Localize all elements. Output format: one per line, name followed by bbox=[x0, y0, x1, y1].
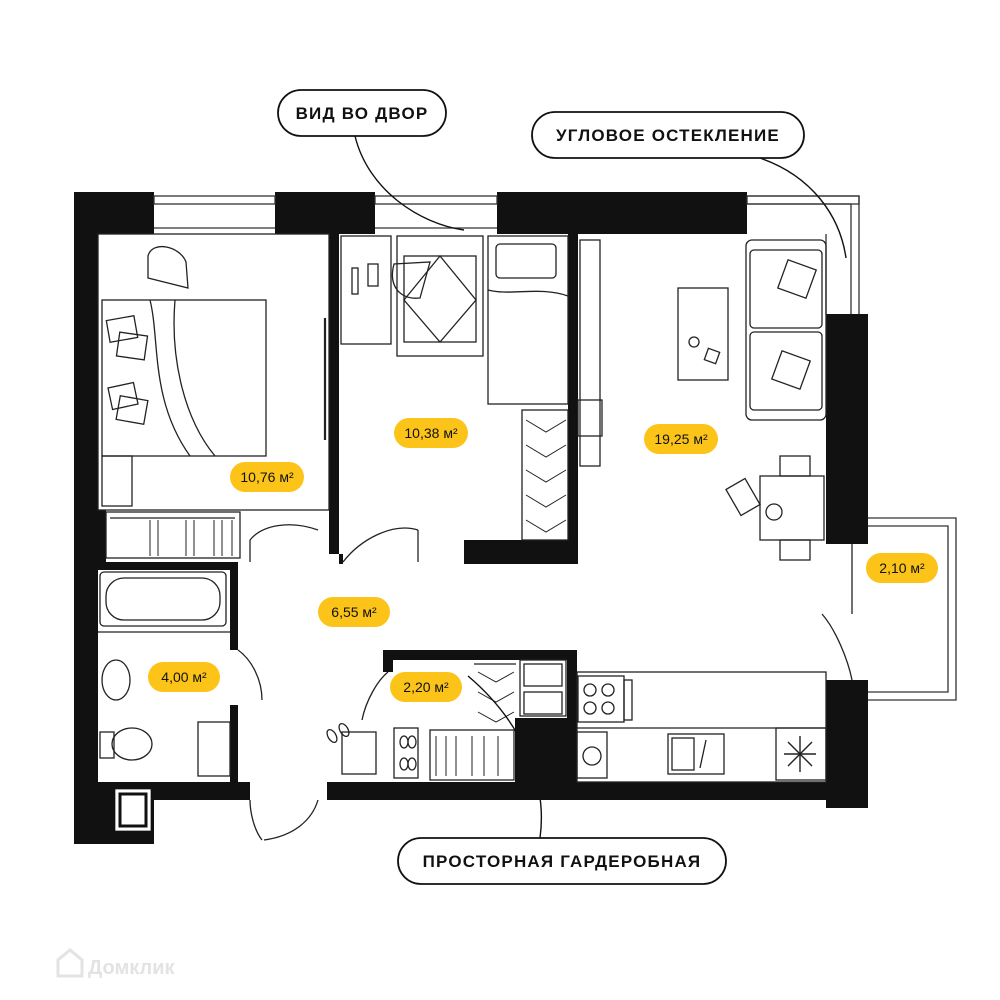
dining-table bbox=[759, 475, 825, 541]
callout-view: ВИД ВО ДВОР bbox=[296, 104, 429, 123]
kids-room bbox=[340, 235, 569, 563]
kids-bed bbox=[487, 235, 569, 405]
living-room bbox=[577, 239, 853, 681]
windows bbox=[153, 195, 957, 701]
toilet bbox=[111, 727, 153, 761]
bathroom bbox=[98, 571, 263, 831]
hall-area: 6,55 м² bbox=[331, 604, 377, 620]
bath-area: 4,00 м² bbox=[161, 669, 207, 685]
area-badges: 10,76 м² 10,38 м² 19,25 м² 2,10 м² 6,55 … bbox=[148, 418, 938, 702]
washbasin bbox=[101, 659, 131, 701]
kids-area: 10,38 м² bbox=[404, 425, 458, 441]
living-area: 19,25 м² bbox=[654, 431, 708, 447]
sink bbox=[667, 733, 725, 775]
bedroom-area: 10,76 м² bbox=[240, 469, 294, 485]
callouts: ВИД ВО ДВОР УГЛОВОЕ ОСТЕКЛЕНИЕ ПРОСТОРНА… bbox=[277, 89, 847, 885]
bed bbox=[101, 299, 267, 457]
bedroom bbox=[97, 233, 330, 562]
sofa bbox=[745, 239, 827, 421]
callout-glazing: УГЛОВОЕ ОСТЕКЛЕНИЕ bbox=[556, 126, 780, 145]
chair bbox=[147, 245, 189, 289]
wardrobe-area: 2,20 м² bbox=[403, 679, 449, 695]
bathtub bbox=[99, 571, 227, 627]
house-logo-icon bbox=[56, 948, 84, 978]
kitchen bbox=[576, 671, 827, 783]
stove bbox=[577, 675, 625, 723]
balcony-area: 2,10 м² bbox=[879, 560, 925, 576]
watermark: Домклик bbox=[56, 948, 175, 979]
fridge bbox=[775, 727, 827, 781]
watermark-text: Домклик bbox=[88, 957, 175, 979]
coffee-table bbox=[677, 287, 729, 381]
callout-wardrobe: ПРОСТОРНАЯ ГАРДЕРОБНАЯ bbox=[423, 852, 702, 871]
wardrobe-room bbox=[249, 659, 567, 841]
walls bbox=[74, 192, 868, 844]
